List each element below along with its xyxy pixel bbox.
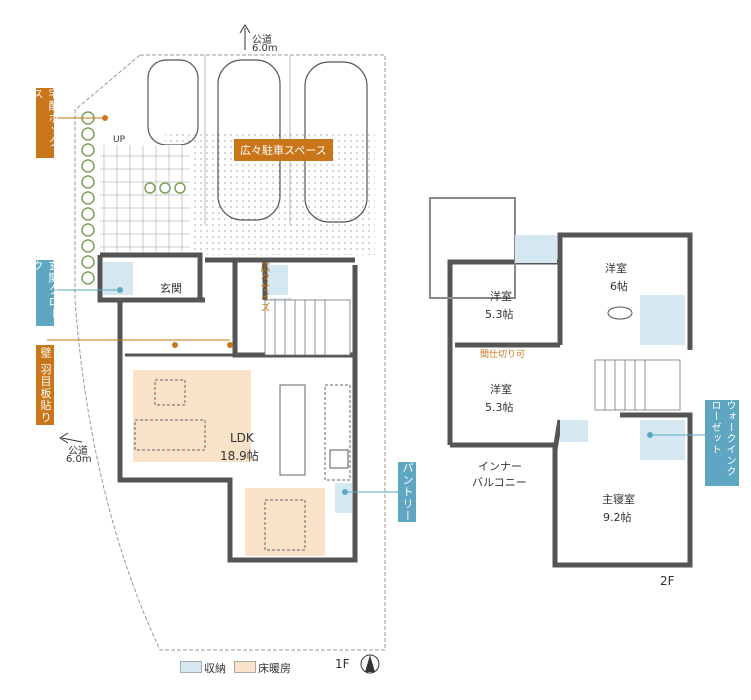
up-label: UP bbox=[113, 135, 126, 145]
north-arrow-icon bbox=[365, 655, 375, 672]
walk-in-closet-tag: ウォークインクローゼット bbox=[705, 400, 739, 486]
master-size: 9.2帖 bbox=[603, 511, 632, 524]
balcony-label-2: バルコニー bbox=[472, 476, 527, 489]
genkan-label: 玄関 bbox=[160, 281, 182, 295]
stairs-2f bbox=[594, 359, 681, 411]
yoshitsu-a-size: 5.3帖 bbox=[485, 308, 514, 321]
delivery-box-tag: 宅配ボックス bbox=[31, 88, 60, 158]
floor-1f-label: 1F bbox=[335, 657, 350, 671]
yoshitsu-c-name: 洋室 bbox=[605, 261, 627, 275]
floor-2f-label: 2F bbox=[660, 574, 675, 588]
parking-tag: 広々駐車スペース bbox=[234, 139, 333, 161]
road-top-label: 公道 bbox=[252, 35, 272, 46]
road-left-width: 6.0m bbox=[66, 454, 92, 465]
ldk-size: 18.9帖 bbox=[220, 448, 259, 463]
toilet-2f bbox=[607, 306, 633, 320]
legend-storage-swatch bbox=[180, 661, 202, 673]
balcony-frame bbox=[429, 197, 516, 299]
furniture bbox=[134, 379, 306, 551]
balcony-label-1: インナー bbox=[478, 460, 522, 473]
legend-heating-label: 床暖房 bbox=[258, 662, 291, 675]
approach bbox=[100, 145, 190, 255]
yoshitsu-b-size: 5.3帖 bbox=[485, 401, 514, 414]
road-left-label: 公道 bbox=[68, 446, 88, 457]
sink-size-label: 広々サイズ bbox=[258, 262, 269, 312]
pantry-area bbox=[335, 483, 352, 513]
legend-heating-swatch bbox=[234, 661, 256, 673]
legend-storage-label: 収納 bbox=[204, 662, 226, 675]
yoshitsu-a-name: 洋室 bbox=[490, 289, 512, 303]
kitchen-counter bbox=[279, 384, 306, 476]
wall-board-tag: 壁 羽目板貼り bbox=[36, 345, 54, 425]
yoshitsu-b-name: 洋室 bbox=[490, 382, 512, 396]
floor-heating-dining bbox=[245, 488, 325, 556]
pantry-tag: パントリー bbox=[398, 462, 416, 522]
ldk-label: LDK bbox=[230, 431, 255, 445]
road-top-width: 6.0m bbox=[252, 43, 278, 54]
stairs-1f bbox=[264, 299, 351, 356]
master-name: 主寝室 bbox=[602, 492, 635, 506]
walk-in-closet-area bbox=[640, 420, 685, 460]
yoshitsu-c-size: 6帖 bbox=[610, 280, 628, 293]
floor-heating-living bbox=[133, 370, 251, 462]
partition-label: 間仕切り可 bbox=[480, 348, 525, 360]
walls-2f bbox=[447, 232, 693, 568]
entrance-cloak-tag: 玄関クローク bbox=[31, 260, 60, 326]
